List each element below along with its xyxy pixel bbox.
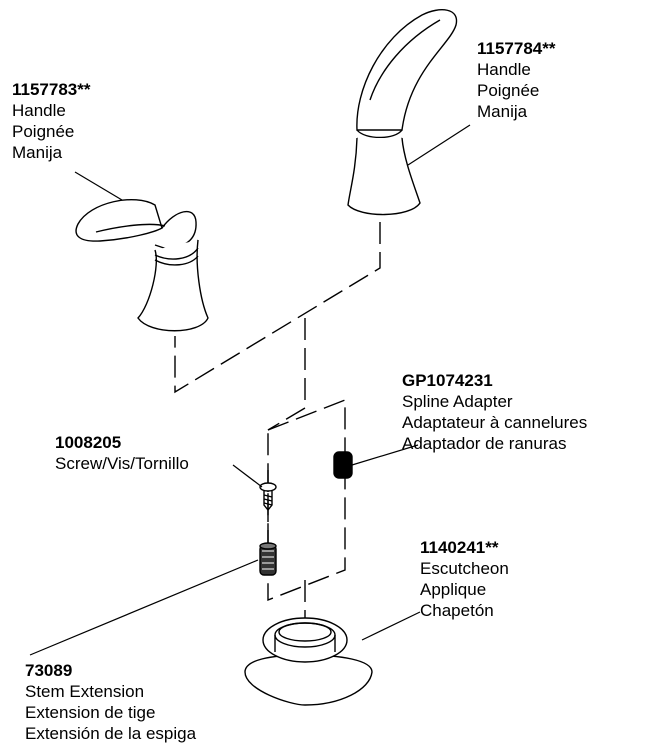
part-name-fr: Adaptateur à cannelures — [402, 413, 588, 432]
part-name-en: Handle — [477, 60, 531, 79]
screw-drawing — [259, 482, 277, 512]
left-handle-drawing — [75, 198, 209, 332]
part-name-fr: Applique — [420, 580, 487, 599]
part-name-multilingual: Screw/Vis/Tornillo — [55, 454, 189, 473]
part-label-stem-extension: 73089 Stem Extension Extension de tige E… — [25, 660, 196, 744]
part-number: 1157783** — [12, 80, 91, 99]
part-number: 1157784** — [477, 39, 556, 58]
part-label-screw: 1008205 Screw/Vis/Tornillo — [55, 432, 189, 474]
part-label-spline-adapter: GP1074231 Spline Adapter Adaptateur à ca… — [402, 370, 587, 454]
right-handle-drawing — [347, 9, 458, 216]
stem-extension-drawing — [259, 542, 277, 576]
part-number: 73089 — [25, 661, 73, 680]
part-name-en: Handle — [12, 101, 66, 120]
assembly-dashed-lines — [174, 222, 381, 628]
part-number: 1140241** — [420, 538, 499, 557]
escutcheon-drawing — [244, 617, 373, 706]
part-number: GP1074231 — [402, 371, 493, 390]
spline-adapter-drawing — [333, 451, 353, 479]
part-name-fr: Poignée — [12, 122, 75, 141]
part-label-escutcheon: 1140241** Escutcheon Applique Chapetón — [420, 537, 509, 621]
part-label-left-handle: 1157783** Handle Poignée Manija — [12, 79, 90, 163]
part-name-es: Manija — [12, 143, 63, 162]
part-name-es: Chapetón — [420, 601, 494, 620]
part-label-right-handle: 1157784** Handle Poignée Manija — [477, 38, 555, 122]
part-name-es: Extensión de la espiga — [25, 724, 197, 743]
leader-lines — [29, 124, 471, 656]
part-name-en: Spline Adapter — [402, 392, 513, 411]
part-name-es: Adaptador de ranuras — [402, 434, 567, 453]
part-name-en: Escutcheon — [420, 559, 509, 578]
part-name-fr: Poignée — [477, 81, 540, 100]
part-name-en: Stem Extension — [25, 682, 145, 701]
part-number: 1008205 — [55, 433, 122, 452]
part-name-es: Manija — [477, 102, 528, 121]
part-name-fr: Extension de tige — [25, 703, 156, 722]
